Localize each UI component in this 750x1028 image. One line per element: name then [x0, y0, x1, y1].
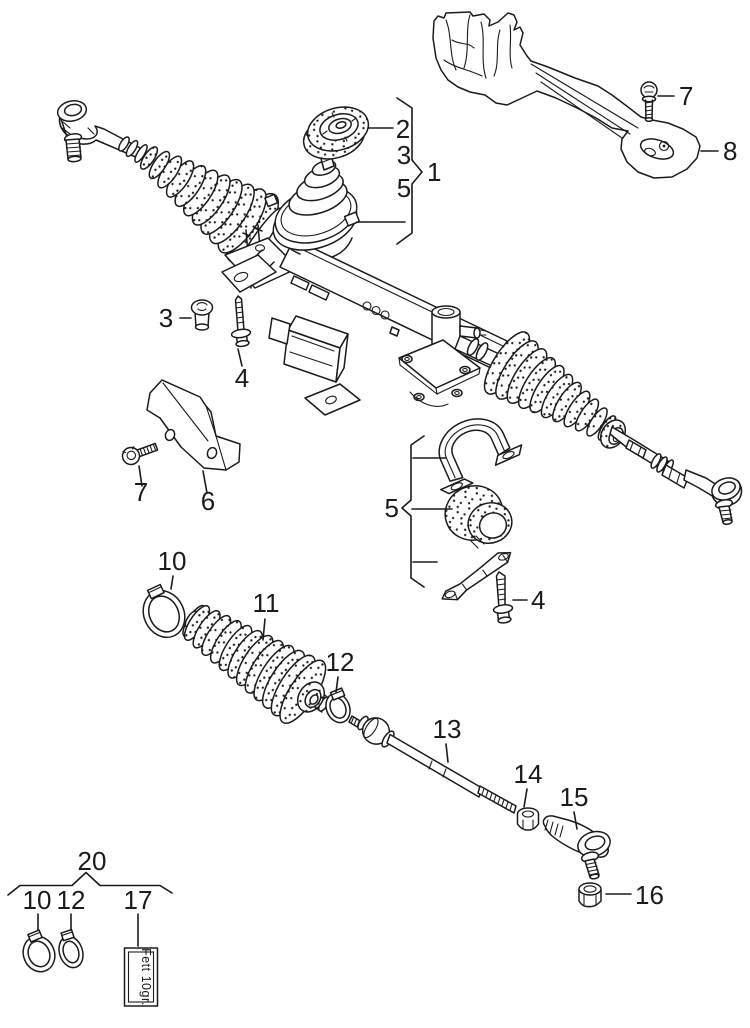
- assembly-1-bracket: [396, 97, 423, 245]
- callout-7-top[interactable]: 7: [679, 81, 693, 111]
- callout-1[interactable]: 1: [427, 157, 441, 187]
- callout-leaders: [37, 95, 719, 947]
- callout-14[interactable]: 14: [514, 759, 543, 789]
- callout-labels: 1 2 3 5 7 8 3 4 7 6 5 4 10 11 12 13 14 1…: [23, 81, 738, 915]
- callout-12[interactable]: 12: [326, 647, 355, 677]
- heat-shield: [432, 11, 701, 179]
- callout-11[interactable]: 11: [253, 588, 280, 618]
- left-tie-rod-end: [56, 100, 148, 163]
- tie-rod-end-15: [542, 815, 611, 880]
- right-tie-rod: [609, 426, 743, 526]
- clamp-bracket-group-5: [438, 418, 523, 624]
- callout-15[interactable]: 15: [560, 782, 589, 812]
- clamp-12: [325, 687, 351, 724]
- callout-16[interactable]: 16: [635, 880, 664, 910]
- callout-kit-12[interactable]: 12: [57, 885, 86, 915]
- callout-13[interactable]: 13: [433, 714, 462, 744]
- screw-4-left: [230, 295, 252, 348]
- callout-4-group[interactable]: 4: [531, 585, 545, 615]
- grease-pack-label: Fett 10gr.: [139, 948, 153, 1006]
- callout-6[interactable]: 6: [201, 486, 215, 516]
- bolt-7-top: [640, 81, 658, 123]
- repair-kit-legend: Fett 10gr.: [7, 871, 173, 1007]
- clamp-10: [142, 583, 186, 639]
- callout-5-list[interactable]: 5: [397, 173, 411, 203]
- legend-clamp-10: [22, 929, 56, 973]
- bracket-6: [146, 379, 241, 471]
- gear-valve-unit: [398, 305, 519, 407]
- callout-5-group[interactable]: 5: [385, 493, 399, 523]
- callout-7-left[interactable]: 7: [134, 477, 148, 507]
- callout-10[interactable]: 10: [158, 546, 187, 576]
- plug-bolt-3: [190, 299, 214, 331]
- legend-clamp-12: [58, 928, 84, 969]
- bolt-7-left: [121, 442, 159, 466]
- callout-8[interactable]: 8: [723, 136, 737, 166]
- callout-kit-10[interactable]: 10: [23, 885, 52, 915]
- callout-kit-17[interactable]: 17: [124, 885, 153, 915]
- callout-20[interactable]: 20: [78, 846, 107, 876]
- inner-tie-rod-13: [348, 715, 517, 814]
- mount-bushing-2: [302, 106, 370, 160]
- boot-11: [182, 604, 331, 724]
- callout-4-left[interactable]: 4: [235, 363, 249, 393]
- nut-16: [578, 882, 602, 908]
- kit-brace: [7, 871, 173, 896]
- lock-nut-14: [516, 807, 540, 831]
- grease-pack-17: Fett 10gr.: [123, 947, 159, 1007]
- callout-3-list[interactable]: 3: [397, 140, 411, 170]
- callout-2[interactable]: 2: [396, 114, 410, 144]
- group-5-bracket: [401, 435, 425, 588]
- callout-3-left[interactable]: 3: [159, 303, 173, 333]
